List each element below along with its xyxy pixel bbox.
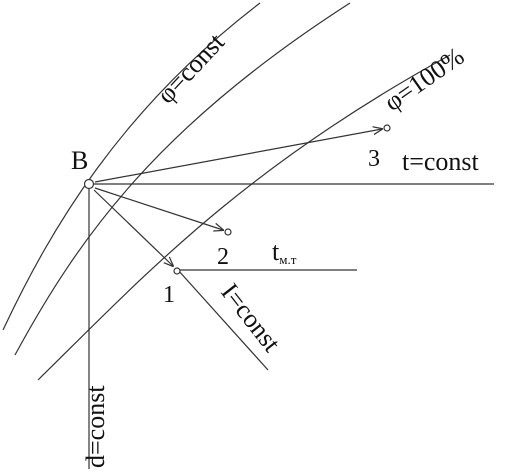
point-3-marker — [383, 124, 391, 132]
label-d-const: d=const — [81, 385, 110, 468]
point-b-marker — [83, 178, 95, 190]
label-phi-100: φ=100% — [379, 41, 470, 117]
phi-const-curve-middle — [14, 2, 351, 356]
point-2-marker — [224, 228, 232, 236]
label-point-b: B — [71, 146, 88, 175]
point-1-marker — [173, 267, 181, 275]
phi-const-curve-outer — [2, 2, 261, 331]
label-t-const: t=const — [402, 147, 480, 176]
label-point-3: 3 — [368, 146, 380, 172]
label-t-mt-sub: м.т — [279, 252, 296, 267]
label-t-mt: tм.т — [272, 237, 297, 267]
arrow-b-to-1 — [93, 189, 173, 266]
i-const-line — [177, 269, 269, 371]
label-i-const: I=const — [215, 278, 286, 358]
arrow-b-to-2 — [94, 187, 223, 230]
label-phi-const: φ=const — [151, 27, 230, 109]
label-t-mt-main: t — [272, 237, 280, 266]
label-point-2: 2 — [217, 244, 229, 270]
label-point-1: 1 — [163, 282, 175, 308]
arrow-b-to-3 — [94, 129, 382, 183]
